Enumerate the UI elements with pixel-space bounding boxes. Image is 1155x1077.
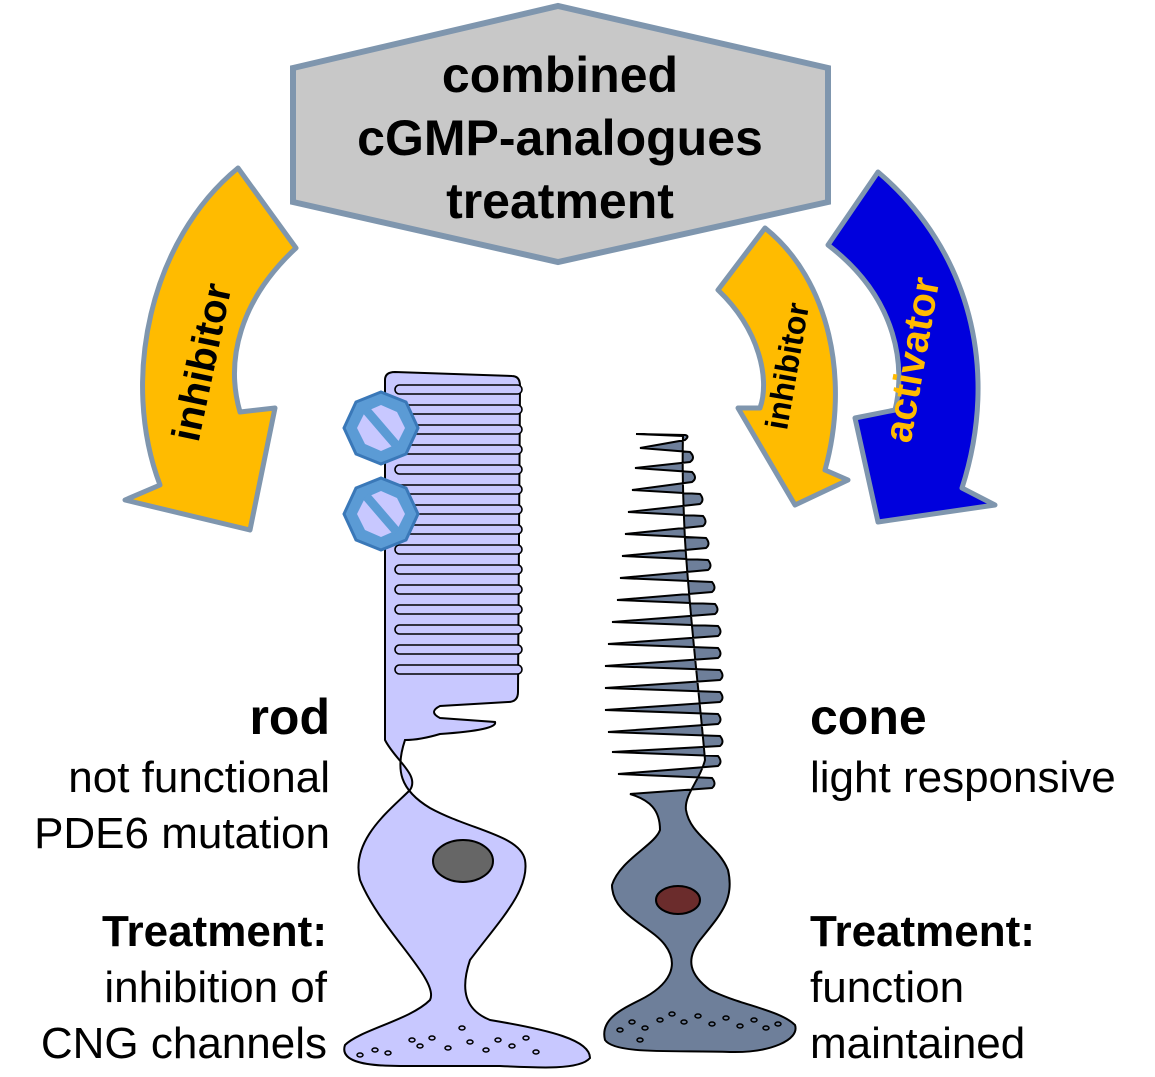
cone-treatment-line-1: function <box>810 963 965 1012</box>
left-inhibitor-arrow: inhibitor <box>122 165 299 533</box>
block-icon <box>342 476 420 552</box>
cone-title: cone <box>810 689 927 745</box>
rod-title: rod <box>249 689 330 745</box>
rod-status-line-2: PDE6 mutation <box>34 809 330 858</box>
hexagon-line-2: cGMP-analogues <box>357 110 763 166</box>
cone-nucleus <box>655 885 701 915</box>
rod-treatment-line-1: inhibition of <box>104 963 327 1012</box>
cone-cell <box>603 433 797 1054</box>
right-inhibitor-arrow: inhibitor <box>715 225 851 508</box>
rod-nucleus <box>432 839 494 883</box>
hexagon-line-3: treatment <box>446 173 674 229</box>
hexagon-line-1: combined <box>442 47 678 103</box>
treatment-hexagon: combined cGMP-analogues treatment <box>290 2 831 266</box>
rod-treatment-heading: Treatment: <box>102 907 327 956</box>
cone-treatment-heading: Treatment: <box>810 907 1035 956</box>
cone-status-line-1: light responsive <box>810 753 1116 802</box>
block-icon <box>342 390 420 466</box>
rod-cell <box>343 370 592 1069</box>
rod-treatment-line-2: CNG channels <box>40 1019 327 1068</box>
right-activator-arrow: activator <box>825 169 998 525</box>
cone-treatment-line-2: maintained <box>810 1019 1026 1068</box>
rod-status-line-1: not functional <box>68 753 330 802</box>
